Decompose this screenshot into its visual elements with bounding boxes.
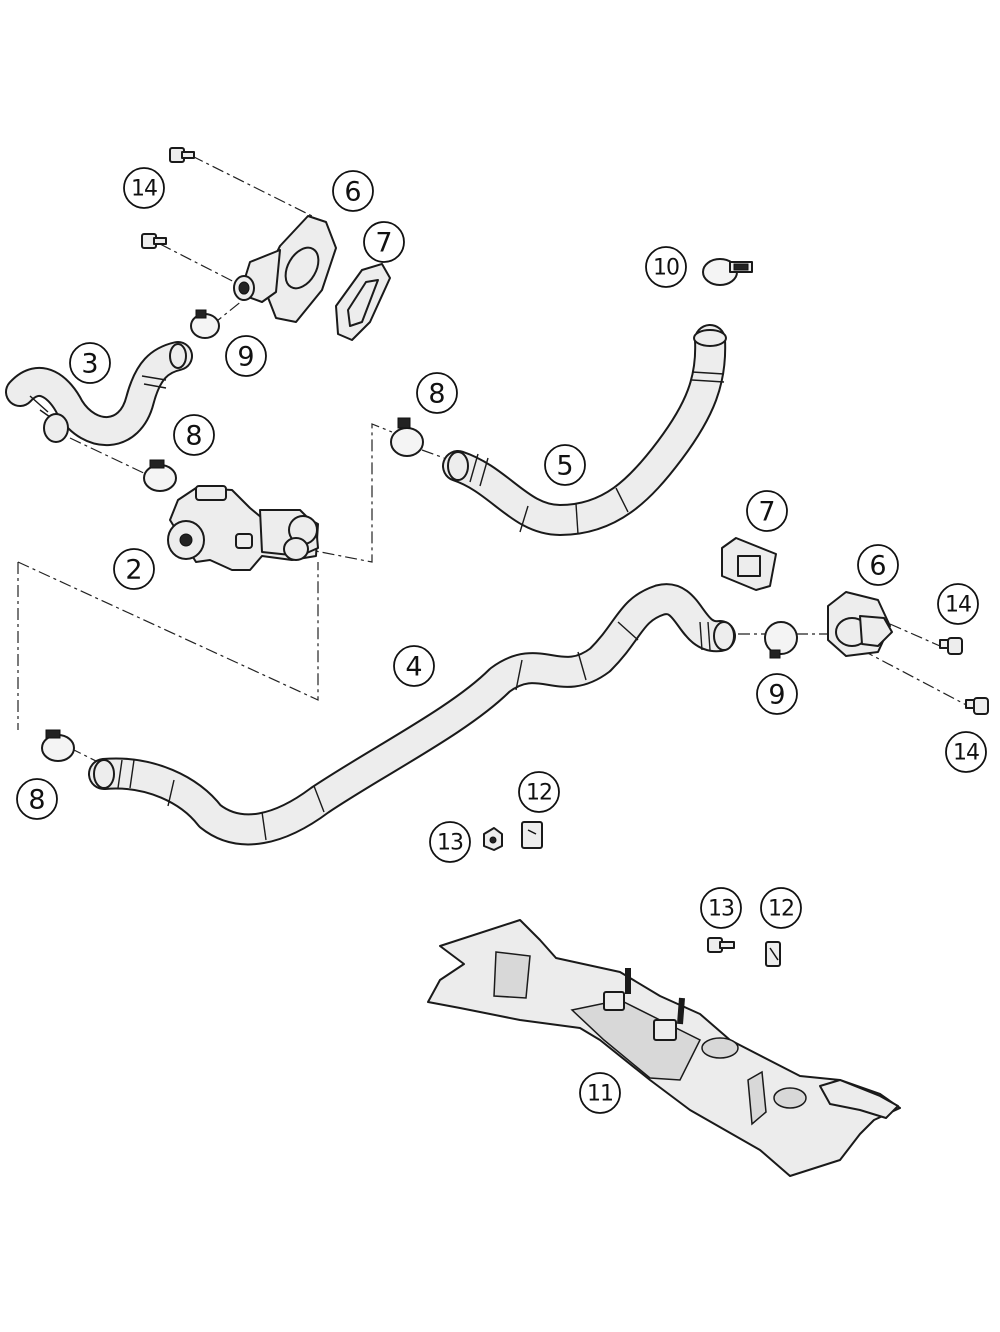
callout-7-top: 7 [363, 221, 405, 263]
bolt-right-2 [965, 697, 989, 715]
hose-3 [5, 341, 193, 447]
callout-13-middle: 13 [429, 821, 471, 863]
cover-6-right [827, 591, 893, 657]
callout-14-right: 14 [937, 583, 979, 625]
svg-text:14: 14 [953, 741, 979, 766]
svg-text:6: 6 [344, 177, 361, 208]
bolt-upper-2 [141, 233, 167, 249]
svg-text:10: 10 [653, 256, 679, 281]
callout-8-left: 8 [173, 414, 215, 456]
screw-13-lower [707, 937, 735, 953]
callout-4: 4 [393, 645, 435, 687]
svg-text:8: 8 [185, 421, 202, 452]
callout-6-top: 6 [332, 170, 374, 212]
svg-text:6: 6 [869, 551, 886, 582]
callout-12-middle: 12 [518, 771, 560, 813]
callout-2: 2 [113, 548, 155, 590]
clamp-8-lower [41, 729, 75, 762]
clamp-8-left [143, 459, 177, 492]
callout-14-bottom-right: 14 [945, 731, 987, 773]
clamp-9-upper [190, 309, 220, 339]
svg-text:3: 3 [81, 349, 98, 380]
svg-text:14: 14 [945, 593, 971, 618]
clamp-10 [702, 258, 753, 286]
callout-10: 10 [645, 246, 687, 288]
callout-9-top: 9 [225, 335, 267, 377]
seal-7-upper [335, 263, 391, 341]
callout-7-right: 7 [746, 490, 788, 532]
svg-text:4: 4 [405, 652, 422, 683]
clip-12-lower [765, 941, 781, 967]
callout-3: 3 [69, 342, 111, 384]
svg-text:9: 9 [768, 680, 785, 711]
svg-text:13: 13 [708, 897, 734, 922]
clip-12-middle [521, 821, 543, 849]
svg-text:12: 12 [526, 781, 552, 806]
cover-6-upper [233, 215, 337, 323]
callout-9-right: 9 [756, 673, 798, 715]
svg-text:13: 13 [437, 831, 463, 856]
svg-text:14: 14 [131, 177, 157, 202]
callout-13-lower: 13 [700, 887, 742, 929]
callout-14-top: 14 [123, 167, 165, 209]
seal-7-right [721, 537, 777, 591]
svg-text:7: 7 [375, 228, 392, 259]
svg-text:9: 9 [237, 342, 254, 373]
clamp-9-right [764, 621, 798, 659]
fasteners [483, 821, 781, 967]
svg-text:5: 5 [556, 451, 573, 482]
svg-text:8: 8 [28, 785, 45, 816]
hose-guard-11 [427, 919, 901, 1177]
valve-housing-2 [167, 485, 319, 571]
svg-text:8: 8 [428, 379, 445, 410]
bolt-upper-1 [169, 147, 195, 163]
callout-11: 11 [579, 1072, 621, 1114]
callout-5: 5 [544, 444, 586, 486]
clamps [41, 258, 798, 762]
callouts: 14 6 7 10 9 3 8 8 [16, 167, 987, 1114]
callout-8-upper: 8 [416, 372, 458, 414]
hose-4 [88, 583, 736, 846]
svg-text:7: 7 [758, 497, 775, 528]
bolt-right-1 [939, 637, 963, 655]
hose-5 [442, 324, 727, 536]
callout-8-lower: 8 [16, 778, 58, 820]
callout-6-right: 6 [857, 544, 899, 586]
svg-text:12: 12 [768, 897, 794, 922]
svg-text:11: 11 [587, 1082, 613, 1107]
bolts-14 [141, 147, 989, 715]
svg-text:2: 2 [125, 555, 142, 586]
callout-12-lower: 12 [760, 887, 802, 929]
clamp-8-upper [390, 417, 424, 457]
nut-13-middle [483, 827, 503, 851]
